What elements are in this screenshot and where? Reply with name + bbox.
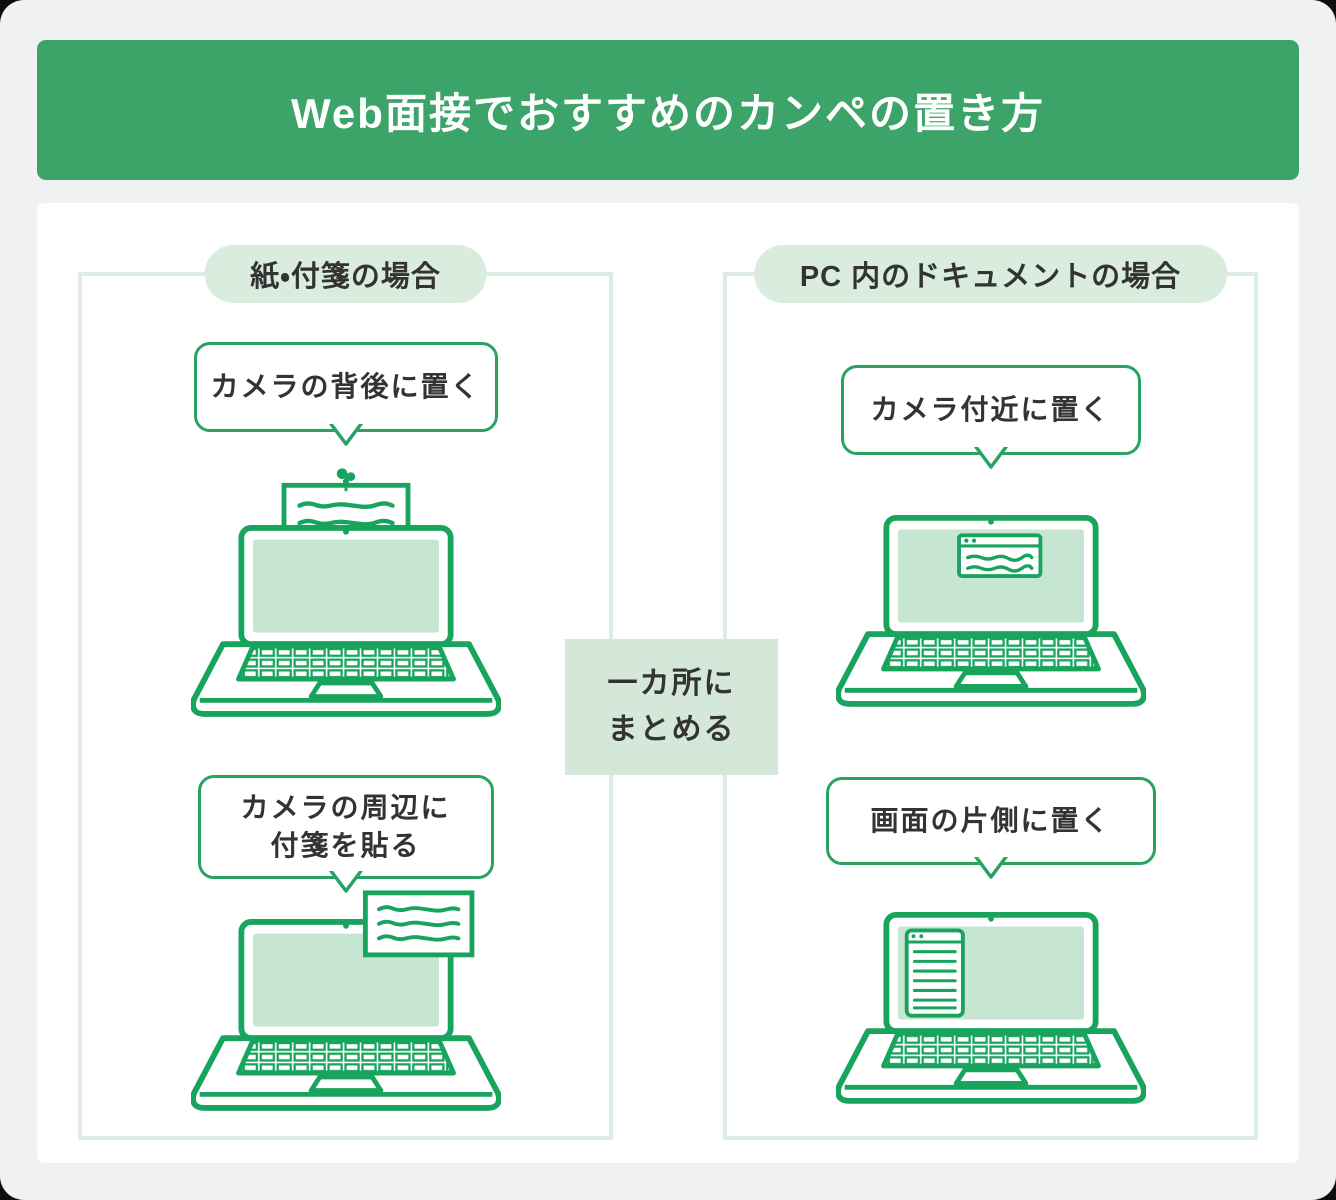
column-paper-sticky: 紙・付箋の場合 カメラの背後に置く カメラの周辺に 付箋を貼る [78,245,613,1140]
tip-bubble-sticky-around-camera: カメラの周辺に 付箋を貼る [197,775,494,893]
tip-bubble-side-of-screen: 画面の片側に置く [825,777,1156,879]
laptop-document-window-near-camera-illustration [836,514,1146,708]
connector-consolidate-box: 一カ所に まとめる [565,639,778,775]
tip-bubble-near-camera: カメラ付近に置く [840,365,1141,469]
column-badge-paper: 紙・付箋の場合 [204,245,487,303]
column-pc-documents: PC 内のドキュメントの場合 カメラ付近に置く 画面の片側に置く [723,245,1258,1140]
bubble-tail-icon [973,857,1008,879]
tip-label: カメラ付近に置く [870,394,1111,426]
tip-label: 画面の片側に置く [870,805,1111,837]
document-window-icon [956,533,1042,578]
bubble-tail-icon [328,871,363,893]
sticky-note-icon [362,890,474,958]
tip-label: カメラの背後に置く [210,371,481,403]
connector-label: 一カ所に まとめる [607,666,736,747]
column-badge-pc-documents: PC 内のドキュメントの場合 [753,245,1228,303]
laptop-sticky-note-beside-camera-illustration [191,890,501,1114]
tip-label: カメラの周辺に 付箋を貼る [240,792,451,861]
tip-bubble-behind-camera: カメラの背後に置く [193,342,498,446]
page-title: Web面接でおすすめのカンペの置き方 [291,89,1045,137]
title-banner: Web面接でおすすめのカンペの置き方 [37,40,1299,180]
laptop-document-window-screen-side-illustration [836,911,1146,1105]
laptop-paper-pinned-behind-camera-illustration [191,468,501,718]
document-window-icon [904,928,965,1018]
pushpin-icon [336,468,355,492]
bubble-tail-icon [973,447,1008,469]
bubble-tail-icon [328,424,363,446]
content-stage: 紙・付箋の場合 カメラの背後に置く カメラの周辺に 付箋を貼る [37,203,1299,1163]
